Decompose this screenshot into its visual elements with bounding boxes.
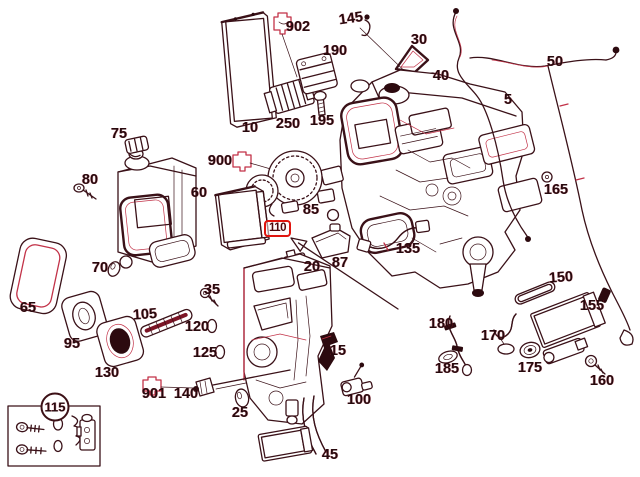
part-10-filter [220, 11, 277, 128]
part-35-screw [199, 287, 219, 307]
part-110-evaporator [214, 185, 270, 251]
part-115-kit-box [7, 405, 101, 467]
part-75-switch [124, 135, 150, 158]
part-140-aspirator [193, 369, 291, 397]
part-165-grommet [541, 171, 553, 183]
part-87-duct [311, 223, 351, 259]
part-901-clip-icon [142, 376, 195, 396]
part-190-module [295, 52, 338, 95]
part-100-valve [340, 362, 373, 397]
part-185-seal [438, 350, 458, 364]
part-145-sensor [359, 14, 421, 87]
part-70-oring [107, 261, 121, 277]
part-105-strip [140, 308, 193, 338]
part-160-bolt [584, 354, 606, 375]
part-80-screw [73, 183, 97, 200]
part-150-strip [514, 281, 556, 305]
part-50-wiring-harness [452, 8, 634, 346]
part-135-hose [356, 219, 431, 253]
highlight-box-110[interactable]: 110 [264, 220, 291, 237]
part-902-clip-icon [273, 12, 298, 78]
highlight-label: 110 [268, 221, 287, 234]
part-180-pipe [443, 315, 473, 377]
part-125-oring [214, 344, 226, 360]
part-15-bracket [318, 332, 338, 371]
part-170-hose [493, 313, 517, 355]
part-155-heater-core [530, 291, 606, 365]
part-30-gasket [394, 44, 430, 74]
part-175-washer [519, 341, 541, 359]
part-900-clip-icon [232, 151, 282, 173]
part-25-grommet [234, 388, 250, 408]
part-60-left-housing [117, 145, 197, 269]
part-120-oring [206, 318, 218, 334]
part-5-main-housing [316, 69, 543, 297]
part-85-blower [245, 150, 323, 217]
part-45-heater-core [257, 395, 327, 462]
highlight-arrow [290, 237, 399, 310]
part-95-gasket [61, 290, 109, 342]
part-65-seal [9, 237, 68, 315]
part-lower-distribution-housing [243, 253, 333, 425]
part-195-bolt [313, 90, 327, 116]
part-130-gasket [96, 315, 145, 368]
